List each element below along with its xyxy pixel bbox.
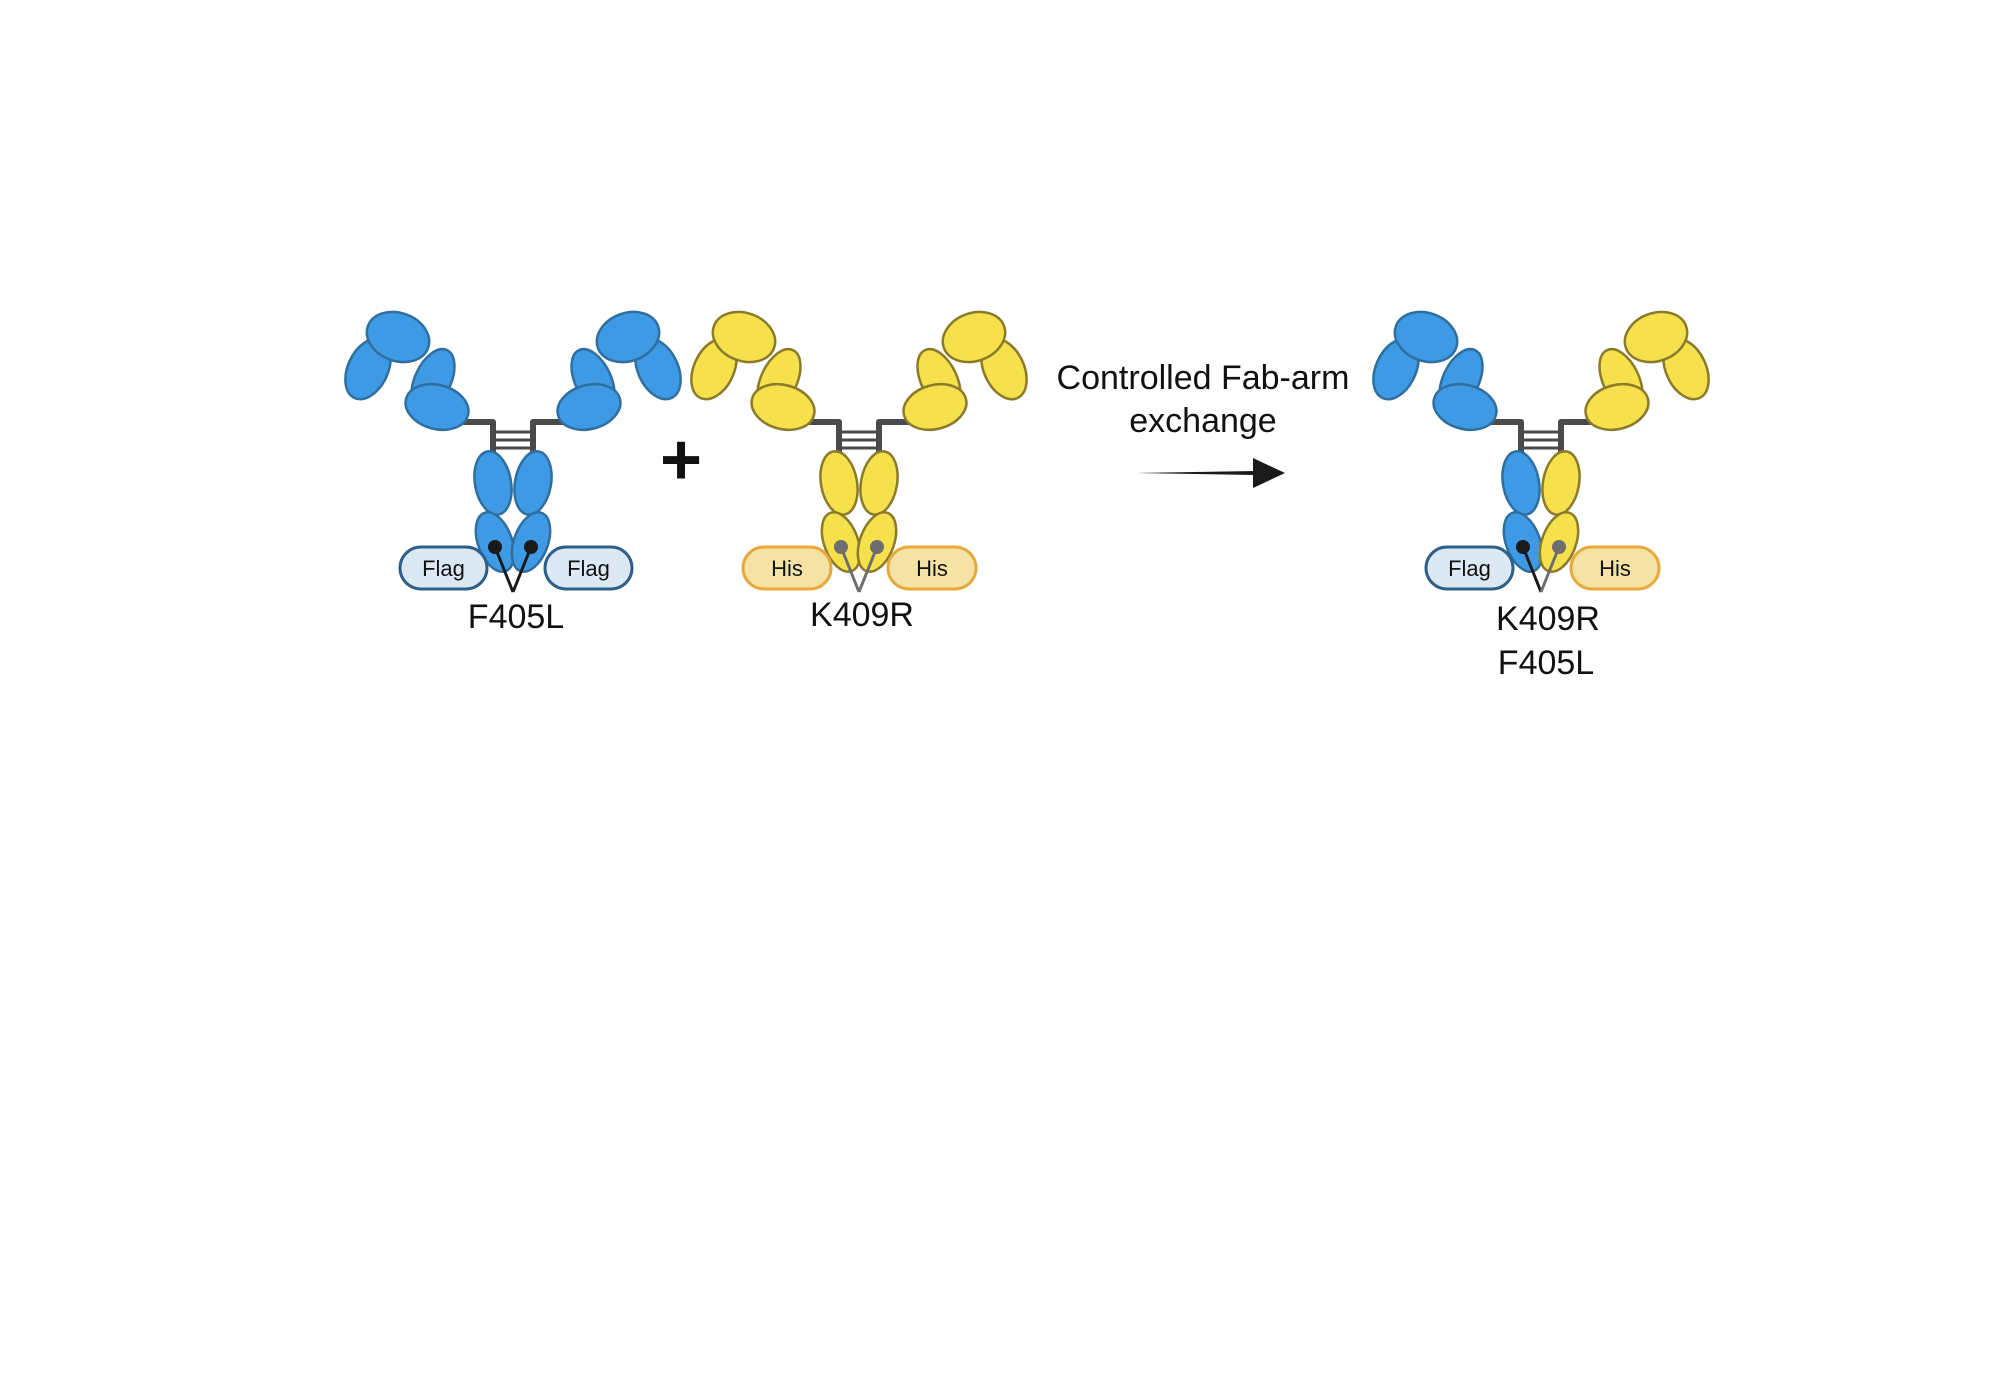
his-tag-label: His	[916, 556, 948, 581]
linker-dot	[1516, 540, 1530, 554]
fab-domain	[1584, 382, 1650, 432]
fab-domain	[902, 382, 968, 432]
bispecific-mutation-label-2: F405L	[1498, 644, 1594, 682]
fab-domain	[595, 310, 661, 364]
k409r-tag-left: His	[741, 545, 833, 591]
linker-line	[493, 546, 515, 593]
bispecific-tag-left: Flag	[1424, 545, 1515, 591]
flag-tag-label: Flag	[567, 556, 610, 581]
his-tag-label: His	[1599, 556, 1631, 581]
fc-domain	[1501, 450, 1541, 516]
fab-domain	[556, 382, 622, 432]
linker-line	[857, 546, 879, 593]
fab-domain	[750, 382, 816, 432]
reaction-arrow	[1137, 458, 1285, 488]
linker-dot	[488, 540, 502, 554]
k409r-tag-right: His	[886, 545, 978, 591]
fc-domain	[819, 450, 859, 516]
f405l-tag-right: Flag	[543, 545, 634, 591]
fc-domain	[513, 450, 553, 516]
f405l-antibody	[344, 310, 682, 593]
bispecific-tag-right: His	[1569, 545, 1661, 591]
fc-domain	[1541, 450, 1581, 516]
f405l-tag-left: Flag	[398, 545, 489, 591]
fc-domain	[473, 450, 513, 516]
plus-sign: +	[660, 420, 702, 500]
linker-line	[1521, 546, 1543, 593]
fab-domain	[1623, 310, 1689, 364]
fab-domain	[1393, 310, 1459, 364]
bispecific-antibody	[1372, 310, 1710, 593]
fab-domain	[941, 310, 1007, 364]
linker-dot	[1552, 540, 1566, 554]
process-label-line2: exchange	[1129, 402, 1276, 440]
fc-domain	[859, 450, 899, 516]
linker-dot	[870, 540, 884, 554]
flag-tag-label: Flag	[1448, 556, 1491, 581]
fab-domain	[404, 382, 470, 432]
his-tag-label: His	[771, 556, 803, 581]
f405l-mutation-label: F405L	[468, 598, 564, 636]
k409r-antibody	[690, 310, 1028, 593]
k409r-mutation-label: K409R	[810, 596, 914, 634]
flag-tag-label: Flag	[422, 556, 465, 581]
linker-dot	[524, 540, 538, 554]
linker-dot	[834, 540, 848, 554]
linker-line	[839, 546, 861, 593]
process-label-line1: Controlled Fab-arm	[1057, 359, 1350, 397]
fab-domain	[711, 310, 777, 364]
fab-domain	[365, 310, 431, 364]
linker-line	[1539, 546, 1561, 593]
fab-domain	[1432, 382, 1498, 432]
bispecific-mutation-label-1: K409R	[1496, 600, 1600, 638]
linker-line	[511, 546, 533, 593]
